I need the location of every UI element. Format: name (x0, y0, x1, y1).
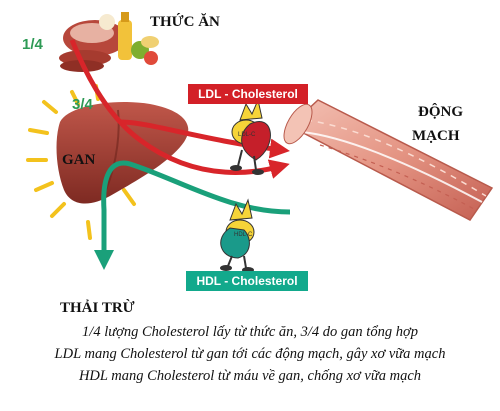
artery-label-line1: ĐỘNG (418, 104, 463, 120)
caption-line-2: LDL mang Cholesterol từ gan tới các động… (54, 346, 446, 362)
caption-line-1: 1/4 lượng Cholesterol lấy từ thức ăn, 3/… (82, 324, 418, 340)
excretion-label: THẢI TRỪ (60, 300, 135, 316)
artery-to-liver-arrow (94, 160, 291, 270)
artery-label-line2: MẠCH (412, 128, 460, 144)
ldl-character: LDL-C (230, 98, 271, 175)
liver-label: GAN (62, 152, 96, 168)
hdl-badge: HDL - Cholesterol (186, 271, 308, 291)
caption-line-3: HDL mang Cholesterol từ máu về gan, chốn… (78, 368, 422, 384)
food-label: THỨC ĂN (150, 14, 220, 30)
food-fraction-label: 1/4 (22, 36, 43, 53)
ldl-badge: LDL - Cholesterol (188, 84, 308, 104)
hdl-character-label: HDL-C (234, 232, 253, 238)
ldl-character-label: LDL-C (238, 132, 256, 138)
artery-illustration (283, 99, 494, 221)
hdl-character: HDL-C (220, 198, 255, 273)
liver-fraction-label: 3/4 (72, 96, 93, 113)
